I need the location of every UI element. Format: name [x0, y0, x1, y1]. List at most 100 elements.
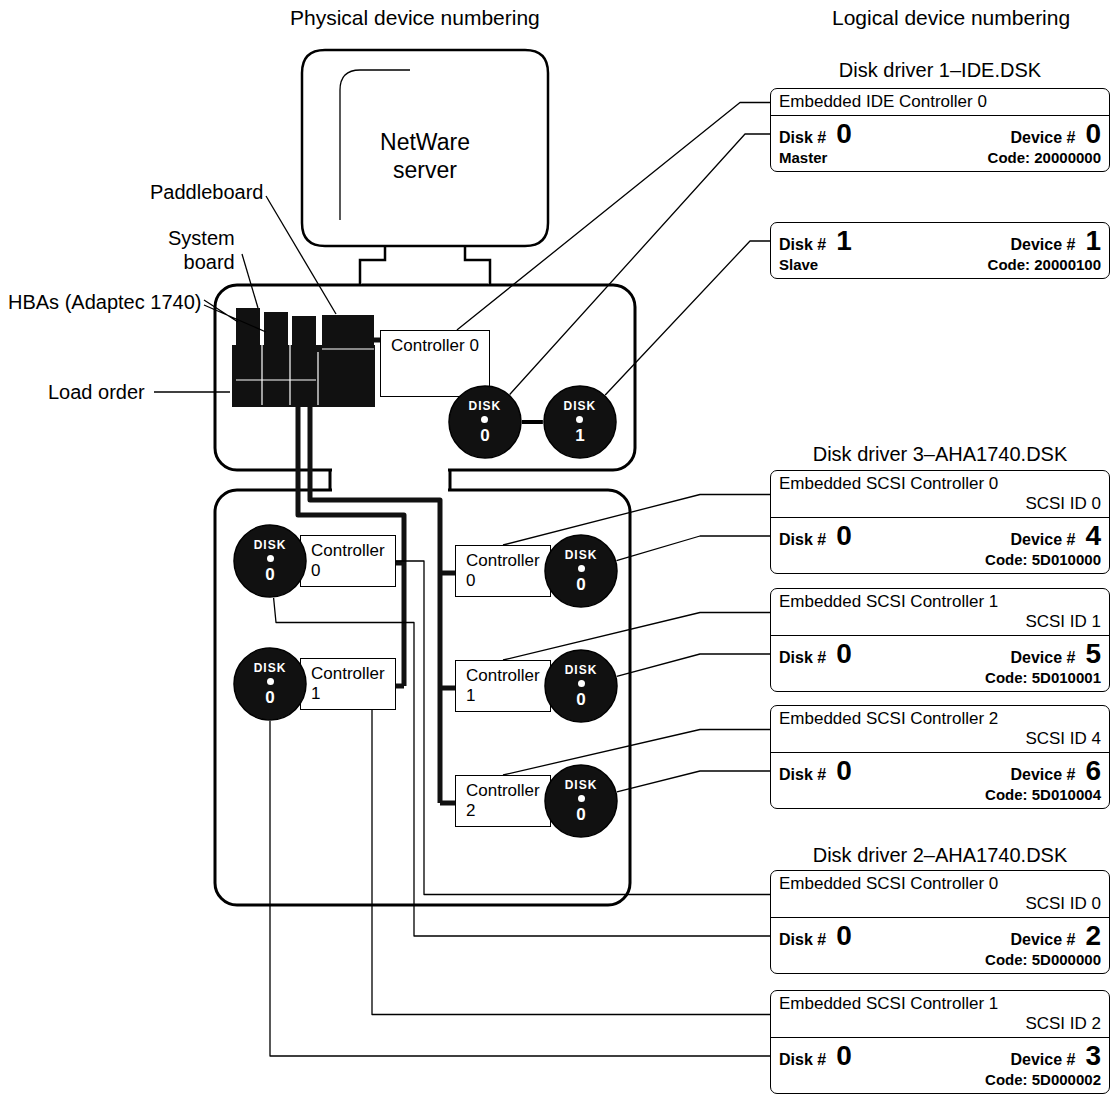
box-body: Disk #0Device #2Code: 5D000000: [771, 918, 1109, 973]
device-group: Device #2: [1010, 921, 1101, 951]
disk-number: 1: [836, 225, 852, 256]
leader-line: [154, 391, 230, 392]
leader-line: [605, 241, 770, 395]
box-heading: Embedded SCSI Controller 1SCSI ID 2: [771, 991, 1109, 1038]
controller-name: Controller 0: [391, 336, 479, 356]
box-heading: Embedded SCSI Controller 0SCSI ID 0: [771, 871, 1109, 918]
device-number: 4: [1085, 520, 1101, 551]
disk-drive: DISK 0: [544, 649, 618, 723]
device-code: Code: 5D010004: [985, 786, 1101, 804]
board-detail: [236, 345, 374, 405]
number-row: Disk #0 Device #2: [779, 921, 1101, 951]
part-label: System board: [168, 226, 235, 274]
controller-name: Controller 0: [466, 551, 540, 591]
code-row: Code: 5D010000: [779, 551, 1101, 569]
controller-heading: Embedded SCSI Controller 1: [779, 592, 1101, 612]
controller-heading: Embedded IDE Controller 0: [779, 92, 1101, 112]
controller-box: Controller 0: [380, 330, 490, 397]
device-group: Device # 1: [1010, 226, 1101, 256]
disk-number: 0: [576, 690, 585, 709]
disk-label: DISK: [469, 399, 502, 413]
box-heading: Embedded SCSI Controller 0SCSI ID 0: [771, 471, 1109, 518]
disk-label: Disk #: [779, 931, 826, 948]
scsi-id: SCSI ID 0: [779, 494, 1101, 514]
disk-label: Disk #: [779, 129, 826, 146]
leader-line: [242, 254, 258, 308]
logical-device-box: Embedded SCSI Controller 0SCSI ID 0Disk …: [770, 870, 1110, 974]
disk-label: DISK: [565, 663, 598, 677]
driver-heading: Disk driver 1–IDE.DSK: [770, 58, 1110, 82]
controller-heading: Embedded SCSI Controller 1: [779, 994, 1101, 1014]
leader-line: [616, 536, 770, 561]
driver-heading: Disk driver 2–AHA1740.DSK: [770, 843, 1110, 867]
device-code: Code: 5D000002: [985, 1071, 1101, 1089]
box-heading: Embedded IDE Controller 0: [771, 89, 1109, 116]
controller-name: Controller 1: [466, 666, 540, 706]
leader-line: [204, 300, 266, 332]
logical-device-box: Embedded SCSI Controller 0SCSI ID 0Disk …: [770, 470, 1110, 574]
disk-label: Disk #: [779, 236, 826, 253]
disk-group: Disk #0: [779, 1041, 852, 1071]
device-label: Device #: [1010, 649, 1075, 666]
device-number: 5: [1085, 638, 1101, 669]
disk-group: Disk #0: [779, 119, 852, 149]
leader-line: [274, 598, 770, 936]
scsi-id: SCSI ID 2: [779, 1014, 1101, 1034]
disk-label: DISK: [254, 538, 287, 552]
hba-board: [232, 308, 375, 407]
leader-line: [617, 654, 770, 676]
disk-spindle: [578, 680, 585, 687]
drive-role: Slave: [779, 256, 818, 274]
scsi-bus: [310, 407, 455, 803]
controller-box: Controller 0: [300, 535, 396, 587]
leader-line: [270, 721, 770, 1056]
device-number: 0: [1085, 118, 1101, 149]
part-label: HBAs (Adaptec 1740): [8, 290, 201, 314]
disk-label: DISK: [565, 548, 598, 562]
controller-name: Controller 2: [466, 781, 540, 821]
device-label: Device #: [1010, 766, 1075, 783]
device-number: 1: [1085, 225, 1101, 256]
device-group: Device #4: [1010, 521, 1101, 551]
disk-number: 1: [575, 426, 584, 445]
box-body: Disk #0Device #6Code: 5D010004: [771, 753, 1109, 808]
disk-number: 0: [836, 755, 852, 786]
disk-group: Disk #0: [779, 521, 852, 551]
driver-heading: Disk driver 3–AHA1740.DSK: [770, 442, 1110, 466]
box-body: Disk #0Device #5Code: 5D010001: [771, 636, 1109, 691]
number-row: Disk #0Device #3: [779, 1041, 1101, 1071]
box-body: Disk #0Device #0MasterCode: 20000000: [771, 116, 1109, 171]
device-group: Device # 5: [1010, 639, 1101, 669]
disk-number: 0: [576, 805, 585, 824]
disk-group: Disk #0: [779, 921, 852, 951]
disk-number: 0: [836, 638, 852, 669]
device-label: Device #: [1010, 236, 1075, 253]
box-body: Disk #0Device #3Code: 5D000002: [771, 1038, 1109, 1093]
disk-spindle: [267, 555, 274, 562]
controller-box: Controller 1: [300, 658, 396, 710]
controller-heading: Embedded SCSI Controller 0: [779, 474, 1101, 494]
disk-number: 0: [836, 520, 852, 551]
chassis-neck: [332, 465, 448, 495]
chassis-neck-edge: [330, 470, 450, 490]
box-heading: Embedded SCSI Controller 1SCSI ID 1: [771, 589, 1109, 636]
disk-drive: DISK0: [544, 534, 618, 608]
scsi-id: SCSI ID 1: [779, 612, 1101, 632]
device-label: Device #: [1010, 1051, 1075, 1068]
server-chassis: [215, 285, 635, 470]
controller-heading: Embedded SCSI Controller 2: [779, 709, 1101, 729]
device-code: Code: 5D010000: [985, 551, 1101, 569]
code-row: Code: 5D010004: [779, 786, 1101, 804]
device-number: 6: [1085, 755, 1101, 786]
controller-heading: Embedded SCSI Controller 0: [779, 874, 1101, 894]
leader-line: [617, 771, 770, 792]
disk-label: Disk #: [779, 649, 826, 666]
disk-group: Disk # 0: [779, 639, 852, 669]
disk-spindle: [578, 795, 585, 802]
device-code: Code: 20000100: [988, 256, 1101, 274]
storage-chassis: [215, 490, 630, 905]
disk-label: DISK: [564, 399, 597, 413]
disk-drive: DISK0: [544, 764, 618, 838]
disk-drive: DISK0: [233, 647, 307, 721]
